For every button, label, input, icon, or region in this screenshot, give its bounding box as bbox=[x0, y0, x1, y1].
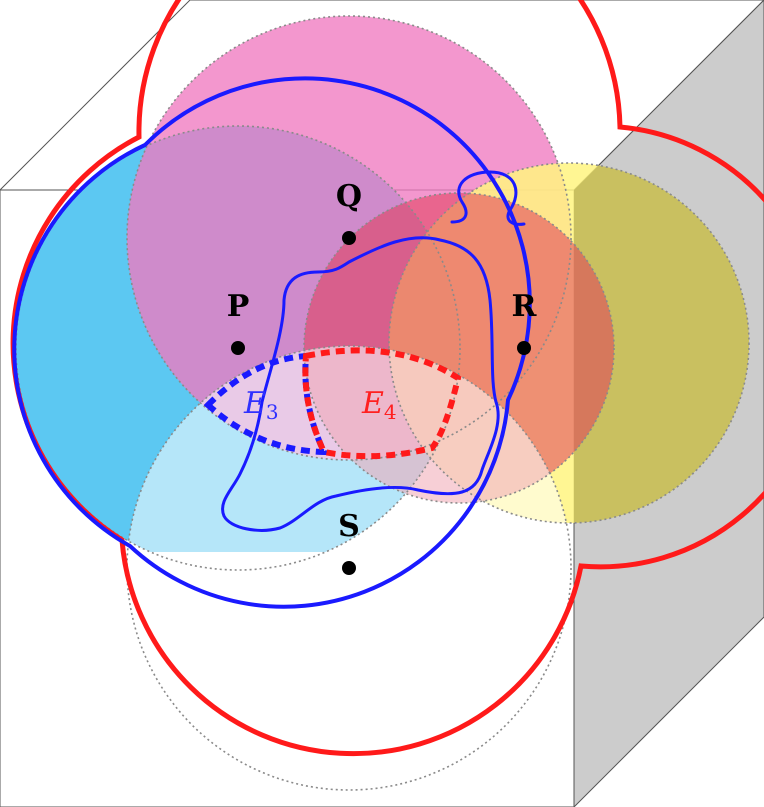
point-q-label: Q bbox=[336, 179, 362, 214]
omega-curve bbox=[221, 236, 500, 532]
point-s-dot bbox=[342, 561, 356, 575]
circle-yellow-outline bbox=[388, 162, 750, 524]
e4-letter: E bbox=[361, 386, 384, 421]
e4-subscript: 4 bbox=[384, 400, 397, 424]
circle-p-outline bbox=[15, 125, 461, 571]
e3-region-outline bbox=[203, 352, 329, 456]
point-s-label: S bbox=[338, 509, 360, 544]
point-p-label: P bbox=[227, 289, 250, 324]
circle-s-outline bbox=[126, 345, 572, 791]
e3-label: E3 bbox=[243, 386, 279, 424]
circle-q-outline bbox=[126, 15, 572, 461]
outer-red-boundary bbox=[10, 0, 764, 757]
point-r-dot bbox=[517, 341, 531, 355]
omega-small-curve bbox=[450, 170, 526, 226]
e4-label: E4 bbox=[361, 386, 397, 424]
point-q-dot bbox=[342, 231, 356, 245]
e3-letter: E bbox=[243, 386, 266, 421]
inner-blue-boundary bbox=[12, 76, 532, 609]
points bbox=[231, 231, 531, 575]
e3-subscript: 3 bbox=[266, 400, 279, 424]
point-r-label: R bbox=[512, 289, 538, 324]
point-p-dot bbox=[231, 341, 245, 355]
e4-region-outline bbox=[302, 347, 462, 460]
